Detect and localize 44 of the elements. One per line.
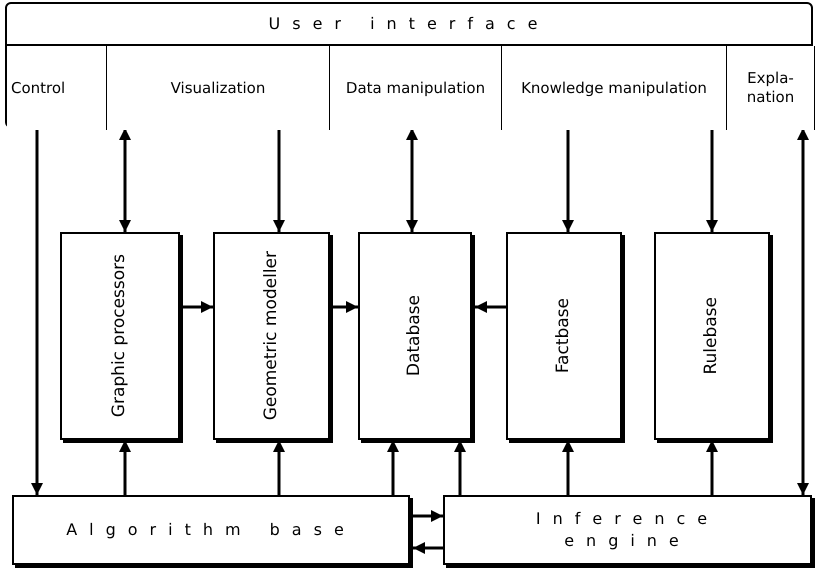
arrow	[406, 128, 418, 232]
interface-section	[727, 46, 815, 130]
module-box	[654, 232, 770, 440]
arrow	[706, 440, 718, 495]
arrow	[119, 440, 131, 495]
module-label: Factbase	[553, 298, 574, 374]
module-box	[213, 232, 330, 440]
arrow	[387, 440, 399, 495]
panel-title: User interface	[268, 13, 550, 35]
section-label: Control	[11, 78, 66, 98]
interface-section	[330, 46, 502, 130]
section-label: Knowledge manipulation	[521, 78, 707, 98]
module-box	[358, 232, 472, 440]
interface-section	[502, 46, 727, 130]
arrow	[31, 128, 43, 495]
arrow	[562, 440, 574, 495]
arrow	[119, 128, 131, 232]
module-label: Database	[404, 295, 426, 377]
module-label: Inference engine	[534, 508, 720, 552]
arrow	[454, 440, 466, 495]
arrow	[706, 128, 718, 232]
arrow	[273, 128, 285, 232]
interface-panel	[5, 2, 813, 128]
module-box	[506, 232, 622, 440]
module-label: Rulebase	[701, 297, 722, 375]
interface-section	[7, 46, 107, 130]
arrow	[273, 440, 285, 495]
module-box	[12, 495, 410, 565]
module-box	[443, 495, 812, 565]
section-label: Data manipulation	[346, 78, 486, 98]
interface-section	[107, 46, 330, 130]
arrow	[183, 301, 213, 313]
arrow	[413, 542, 443, 554]
arrow	[413, 510, 443, 522]
section-label: Visualization	[170, 78, 266, 98]
section-label: Expla- nation	[746, 69, 796, 107]
module-box	[60, 232, 180, 440]
arrow	[475, 301, 506, 313]
arrow	[562, 128, 574, 232]
arrow	[333, 301, 358, 313]
module-label: Graphic processors	[109, 254, 130, 418]
arrow	[797, 128, 809, 495]
module-label: Geometric modeller	[260, 251, 282, 421]
module-label: Algorithm base	[65, 519, 357, 541]
